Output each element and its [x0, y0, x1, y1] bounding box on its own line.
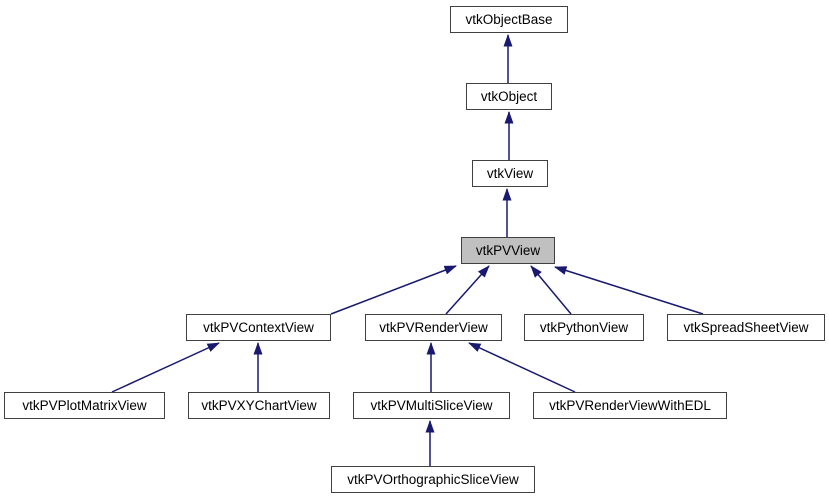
class-node-vtkObjectBase[interactable]: vtkObjectBase: [450, 6, 568, 33]
class-node-label: vtkPVRenderView: [379, 319, 488, 335]
class-node-vtkSpreadSheetView[interactable]: vtkSpreadSheetView: [667, 314, 825, 341]
inheritance-edge-vtkPVPlotMatrixView-to-vtkPVContextView: [111, 342, 220, 393]
class-node-label: vtkPVRenderViewWithEDL: [549, 397, 711, 413]
class-node-label: vtkPythonView: [539, 319, 629, 335]
class-node-vtkPVContextView[interactable]: vtkPVContextView: [186, 314, 331, 341]
class-node-label: vtkPVView: [475, 242, 541, 258]
class-node-label: vtkObject: [480, 88, 538, 104]
class-node-vtkPVXYChartView[interactable]: vtkPVXYChartView: [188, 392, 330, 419]
inheritance-edge-vtkPythonView-to-vtkPVView: [530, 265, 572, 315]
class-node-vtkPVPlotMatrixView[interactable]: vtkPVPlotMatrixView: [4, 392, 165, 419]
class-node-vtkPVRenderView[interactable]: vtkPVRenderView: [365, 314, 502, 341]
class-node-vtkPVMultiSliceView[interactable]: vtkPVMultiSliceView: [353, 392, 510, 419]
class-node-vtkObject[interactable]: vtkObject: [466, 83, 552, 110]
class-node-label: vtkView: [486, 165, 534, 181]
class-node-label: vtkPVPlotMatrixView: [22, 397, 147, 413]
class-node-vtkPVRenderViewWithEDL[interactable]: vtkPVRenderViewWithEDL: [533, 392, 727, 419]
class-node-label: vtkPVOrthographicSliceView: [347, 471, 519, 487]
class-node-vtkPythonView[interactable]: vtkPythonView: [524, 314, 644, 341]
class-node-vtkPVView: vtkPVView: [461, 237, 555, 264]
class-node-vtkPVOrthographicSliceView[interactable]: vtkPVOrthographicSliceView: [331, 466, 535, 493]
class-node-label: vtkObjectBase: [465, 11, 553, 27]
class-node-vtkView[interactable]: vtkView: [472, 160, 548, 187]
inheritance-edge-vtkPVContextView-to-vtkPVView: [330, 265, 457, 315]
class-node-label: vtkSpreadSheetView: [683, 319, 809, 335]
inheritance-edge-vtkPVRenderViewWithEDL-to-vtkPVRenderView: [468, 342, 576, 393]
class-node-label: vtkPVXYChartView: [201, 397, 317, 413]
class-node-label: vtkPVContextView: [203, 319, 314, 335]
class-node-label: vtkPVMultiSliceView: [370, 397, 493, 413]
inheritance-edge-vtkPVRenderView-to-vtkPVView: [445, 265, 490, 315]
inheritance-edge-vtkSpreadSheetView-to-vtkPVView: [554, 266, 704, 315]
